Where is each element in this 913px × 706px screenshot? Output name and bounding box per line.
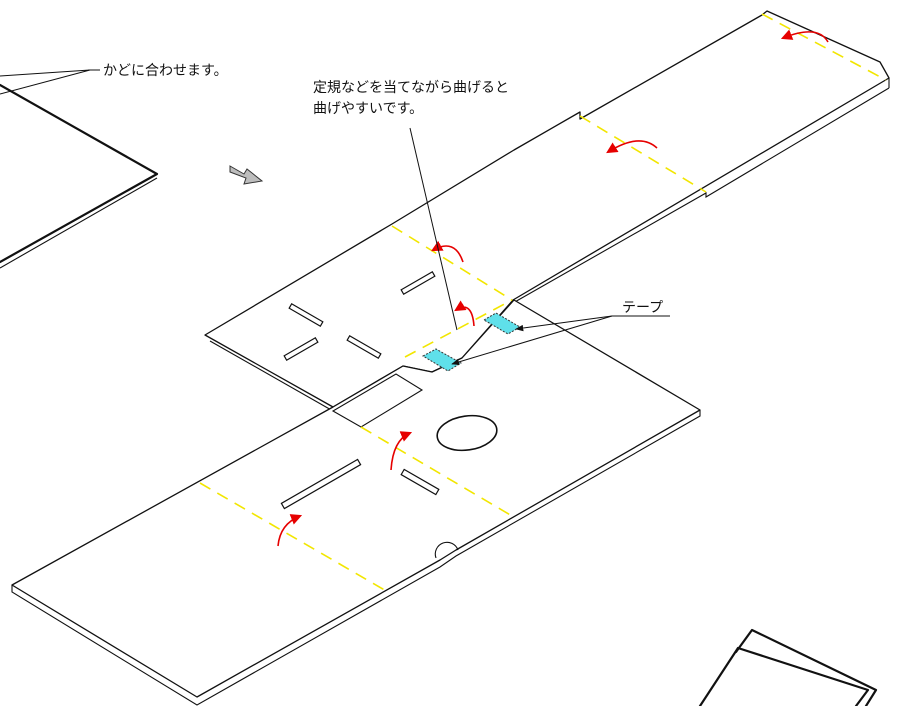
tape-label: テープ xyxy=(622,300,663,316)
previous-step-sheet xyxy=(0,83,159,269)
fold-lines xyxy=(199,13,887,593)
next-step-sheet xyxy=(698,628,878,706)
fold-arrows xyxy=(277,29,829,547)
direction-arrow-icon xyxy=(229,165,264,185)
ruler-tip-line2: 曲げやすいです。 xyxy=(313,101,423,117)
ruler-tip-line1: 定規などを当てながら曲げると xyxy=(313,80,509,96)
tape-pieces xyxy=(421,312,521,372)
base-panel xyxy=(11,299,701,706)
align-corner-label: かどに合わせます。 xyxy=(103,63,228,79)
leader-lines xyxy=(0,69,670,365)
